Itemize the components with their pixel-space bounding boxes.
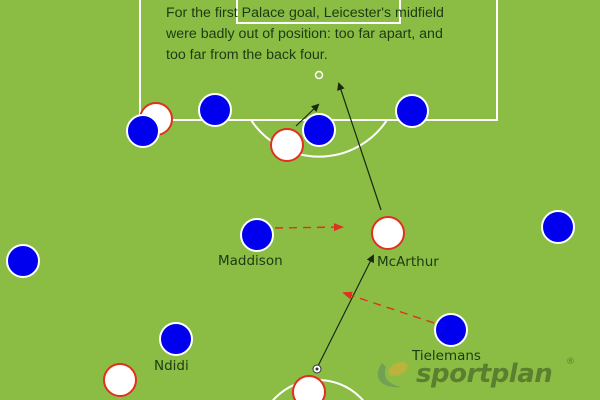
- blue-player-1[interactable]: [126, 114, 160, 148]
- blue-player-6[interactable]: [6, 244, 40, 278]
- player-label-tielemans: Tielemans: [412, 348, 481, 364]
- blue-player-3[interactable]: [302, 113, 336, 147]
- caption-line-2: were badly out of position: too far apar…: [166, 26, 443, 42]
- blue-player-maddison[interactable]: [240, 218, 274, 252]
- movement-arrow-tielemans: [342, 291, 435, 324]
- sportplan-logo: sportplan ®: [372, 355, 582, 395]
- movement-arrow-maddison: [274, 223, 344, 232]
- white-player-mcarthur[interactable]: [371, 216, 405, 250]
- player-label-mcarthur: McArthur: [377, 254, 439, 270]
- white-player-3[interactable]: [103, 363, 137, 397]
- blue-player-tielemans[interactable]: [434, 313, 468, 347]
- white-player-4[interactable]: [292, 375, 326, 400]
- player-label-maddison: Maddison: [218, 253, 283, 269]
- diagram-caption: For the first Palace goal, Leicester's m…: [166, 3, 526, 66]
- penalty-arc: [250, 119, 388, 158]
- blue-player-ndidi[interactable]: [159, 322, 193, 356]
- goal-area: [236, 0, 401, 24]
- sportplan-logo-text: sportplan: [416, 359, 553, 389]
- ball-icon: [312, 364, 322, 374]
- pass-arrow-small: [295, 103, 320, 127]
- player-label-ndidi: Ndidi: [154, 358, 189, 374]
- white-player-2[interactable]: [270, 128, 304, 162]
- caption-line-3: too far from the back four.: [166, 47, 328, 63]
- sportplan-swoosh-icon: [377, 362, 408, 388]
- penalty-spot: [314, 70, 324, 80]
- caption-line-1: For the first Palace goal, Leicester's m…: [166, 5, 444, 21]
- blue-player-2[interactable]: [198, 93, 232, 127]
- pass-arrow-mcarthur-forward: [337, 82, 382, 211]
- blue-player-4[interactable]: [395, 94, 429, 128]
- pass-arrow-ball-to-mcarthur: [317, 254, 374, 367]
- registered-mark: ®: [566, 357, 575, 367]
- blue-player-5[interactable]: [541, 210, 575, 244]
